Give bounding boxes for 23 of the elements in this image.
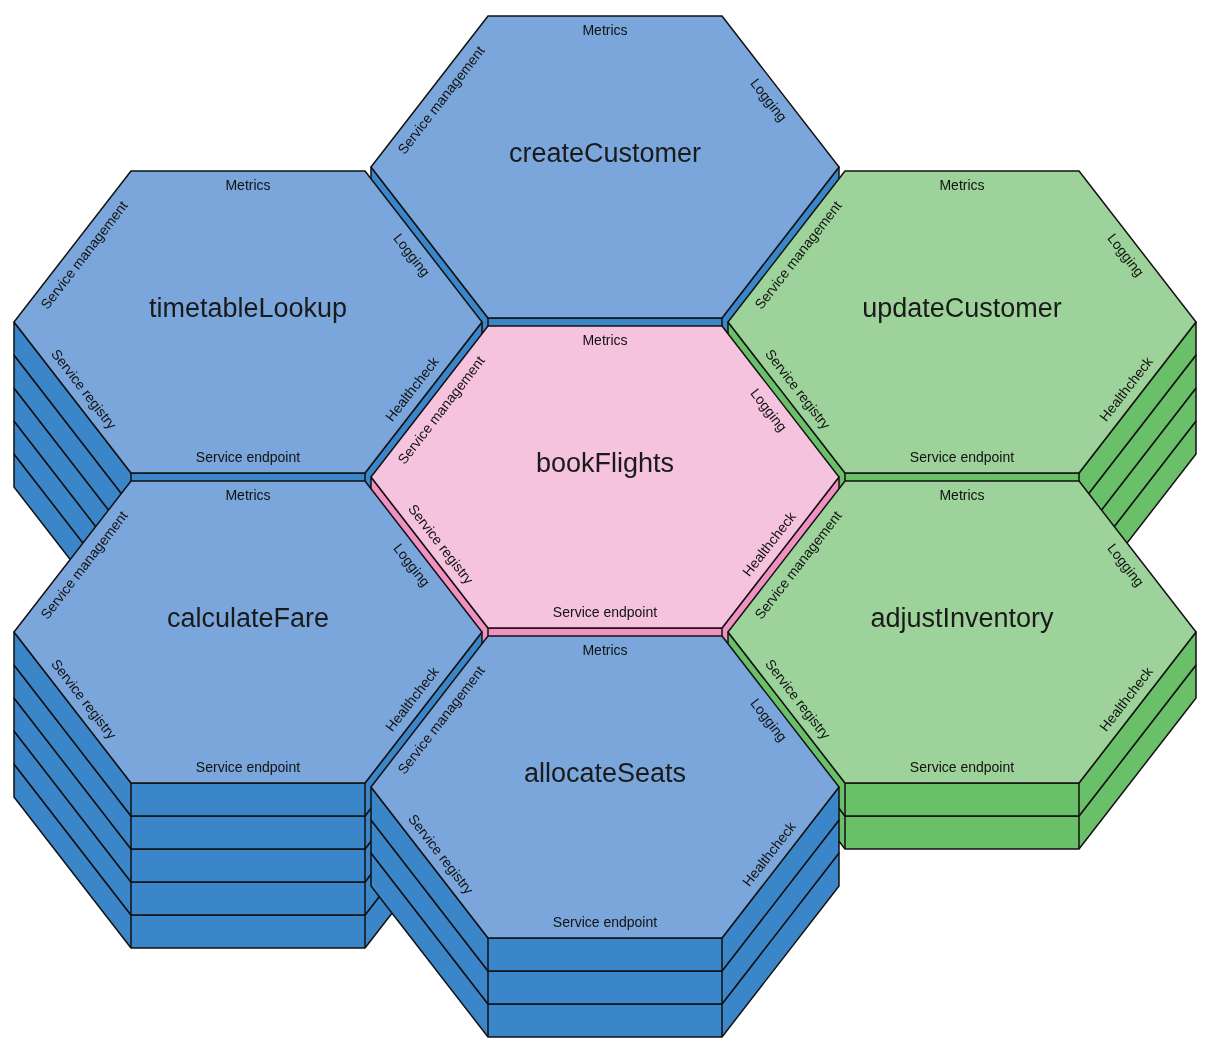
side-label: Service endpoint bbox=[195, 760, 301, 774]
hexagon bbox=[728, 481, 1196, 783]
side-label: Metrics bbox=[582, 333, 628, 347]
side-label: Service endpoint bbox=[909, 450, 1015, 464]
service-name: createCustomer bbox=[508, 139, 702, 169]
side-label: Service endpoint bbox=[909, 760, 1015, 774]
side-label: Metrics bbox=[225, 488, 271, 502]
service-name: bookFlights bbox=[535, 449, 675, 479]
service-name: updateCustomer bbox=[862, 294, 1062, 324]
service-name: adjustInventory bbox=[870, 604, 1054, 634]
side-label: Metrics bbox=[225, 178, 271, 192]
hexagon bbox=[371, 636, 839, 938]
side-label: Service endpoint bbox=[552, 915, 658, 929]
side-label: Metrics bbox=[939, 488, 985, 502]
service-name: timetableLookup bbox=[148, 294, 348, 324]
service-name: allocateSeats bbox=[523, 759, 687, 789]
hexagon bbox=[728, 171, 1196, 473]
side-label: Metrics bbox=[582, 23, 628, 37]
side-label: Metrics bbox=[582, 643, 628, 657]
side-label: Service endpoint bbox=[195, 450, 301, 464]
service-name: calculateFare bbox=[166, 604, 330, 634]
side-label: Metrics bbox=[939, 178, 985, 192]
side-label: Service endpoint bbox=[552, 605, 658, 619]
